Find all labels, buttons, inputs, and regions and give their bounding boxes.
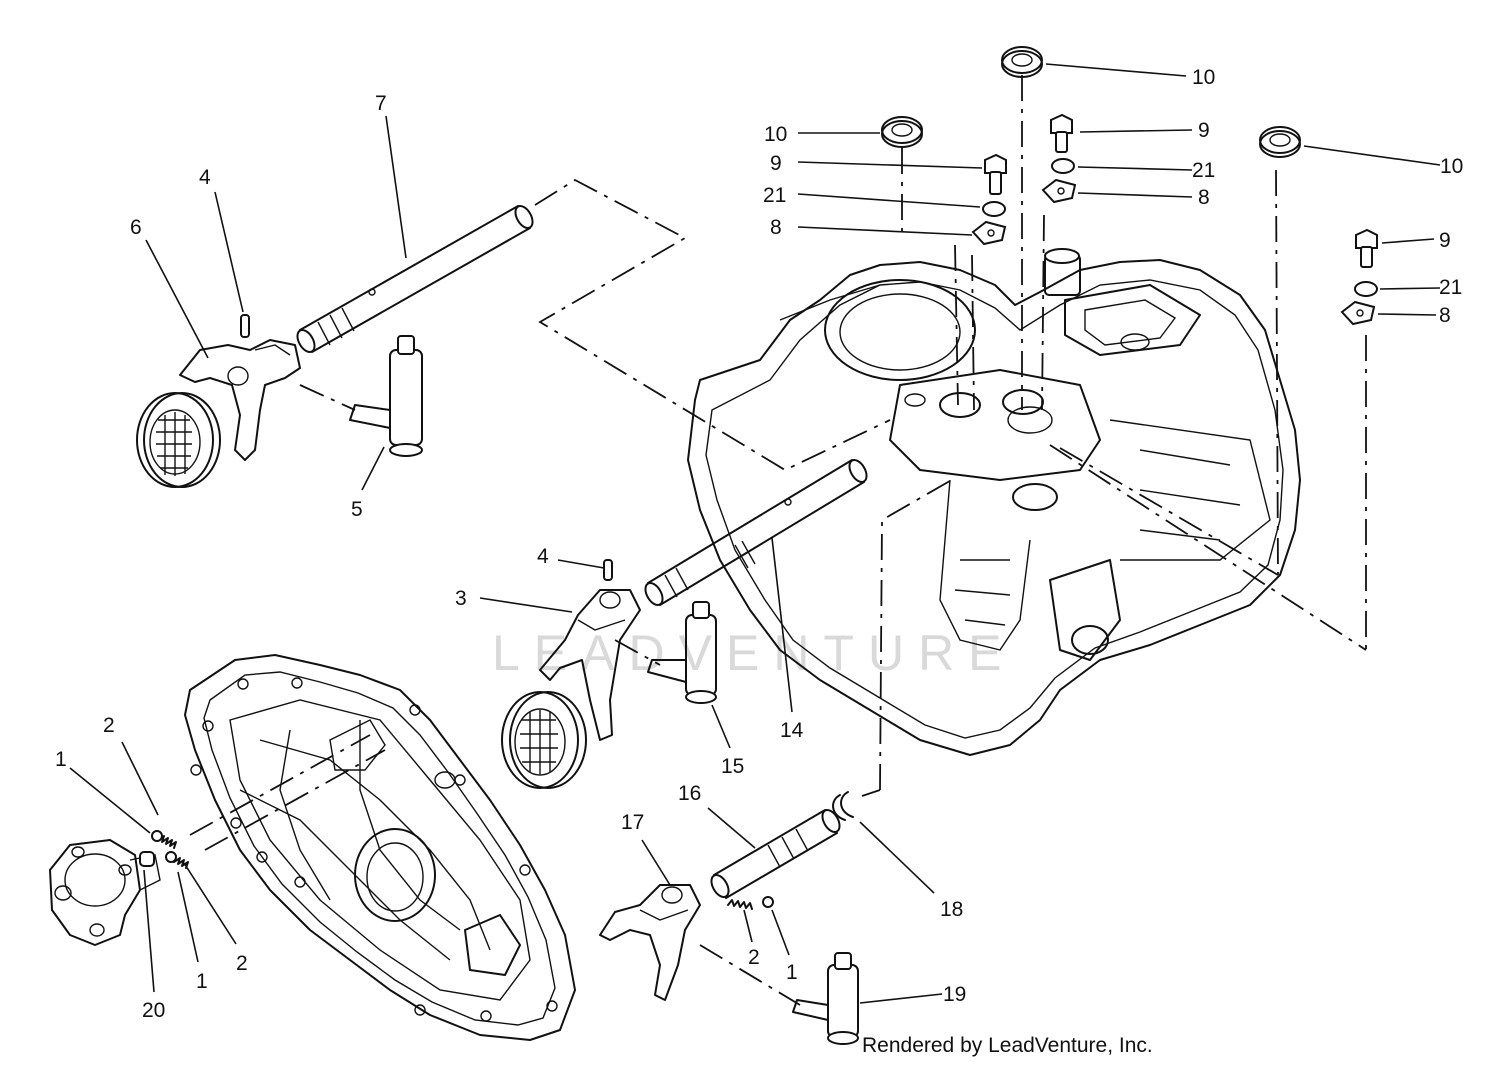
shift-lever-middle	[647, 601, 717, 704]
callout-17: 17	[621, 811, 644, 834]
lock-washer-right	[1354, 281, 1378, 297]
callout-4-upper: 4	[199, 166, 211, 189]
watermark-text: LEADVENTURE	[492, 625, 1016, 681]
oil-seal-top-center	[1001, 46, 1043, 78]
callout-10-center: 10	[1192, 66, 1215, 89]
bolt-center	[1050, 113, 1073, 153]
callout-5: 5	[351, 498, 363, 521]
shift-lever-bottom	[792, 952, 859, 1045]
callout-9-center: 9	[1198, 119, 1210, 142]
callout-14: 14	[780, 719, 804, 742]
lock-plate-right	[1340, 300, 1376, 326]
detent-spring-bottom	[727, 896, 774, 910]
callout-6: 6	[130, 216, 142, 239]
alignment-lines	[189, 75, 1367, 1006]
callout-21-left: 21	[763, 184, 786, 207]
coupling-sleeve-upper	[136, 392, 221, 488]
callout-8-left: 8	[770, 216, 782, 239]
lock-plate-center	[1041, 178, 1077, 204]
callout-2-lower: 2	[236, 952, 248, 975]
oil-seal-top-left	[881, 116, 923, 148]
roll-pin-lower	[603, 559, 613, 581]
roll-pin-upper	[240, 314, 250, 338]
callout-20: 20	[142, 999, 165, 1022]
callout-labels: 1 2 1 2 20 3 4 4 5 6 7 8 8 8 9 9 9 10 10…	[55, 66, 1463, 1022]
coupling-sleeve-middle	[501, 691, 587, 789]
bolt-right	[1355, 228, 1378, 268]
shift-shaft-bottom	[710, 809, 841, 899]
oil-seal-top-right	[1259, 126, 1301, 158]
lock-washer-left	[982, 201, 1006, 217]
callout-1-end-cap: 1	[55, 748, 67, 771]
callout-2-end-cap: 2	[103, 714, 115, 737]
callout-16: 16	[678, 782, 701, 805]
lock-plate-left	[971, 220, 1007, 246]
callout-8-center: 8	[1198, 186, 1210, 209]
callout-4-lower: 4	[537, 545, 549, 568]
render-credit: Rendered by LeadVenture, Inc.	[862, 1034, 1153, 1057]
transmission-housing	[687, 248, 1301, 756]
lock-washer-center	[1051, 158, 1075, 174]
callout-7: 7	[375, 92, 387, 115]
side-cover-plate	[184, 654, 576, 1041]
detent-springs-left	[139, 830, 189, 869]
shift-fork-bottom	[599, 884, 701, 1001]
callout-2-bottom: 2	[748, 946, 760, 969]
callout-18: 18	[940, 898, 963, 921]
shift-rail-lower	[644, 459, 868, 606]
callout-1-lower: 1	[196, 970, 208, 993]
callout-21-right: 21	[1439, 276, 1462, 299]
shift-fork-middle	[539, 589, 641, 741]
callout-15: 15	[721, 755, 744, 778]
callout-9-left: 9	[770, 152, 782, 175]
callout-19: 19	[943, 983, 966, 1006]
callout-21-center: 21	[1192, 159, 1215, 182]
callout-9-right: 9	[1439, 229, 1451, 252]
callout-1-bottom: 1	[786, 961, 798, 984]
shift-lever-upper	[349, 335, 423, 457]
shift-fork-upper	[179, 339, 301, 461]
callout-3: 3	[455, 587, 467, 610]
leader-lines	[69, 63, 1441, 1004]
shift-rail-upper	[296, 205, 534, 353]
bolt-left	[984, 153, 1007, 195]
end-cap-housing	[49, 839, 161, 946]
snap-ring-bottom	[832, 791, 854, 821]
callout-10-left: 10	[764, 123, 787, 146]
callout-10-right: 10	[1440, 155, 1463, 178]
callout-8-right: 8	[1439, 304, 1451, 327]
